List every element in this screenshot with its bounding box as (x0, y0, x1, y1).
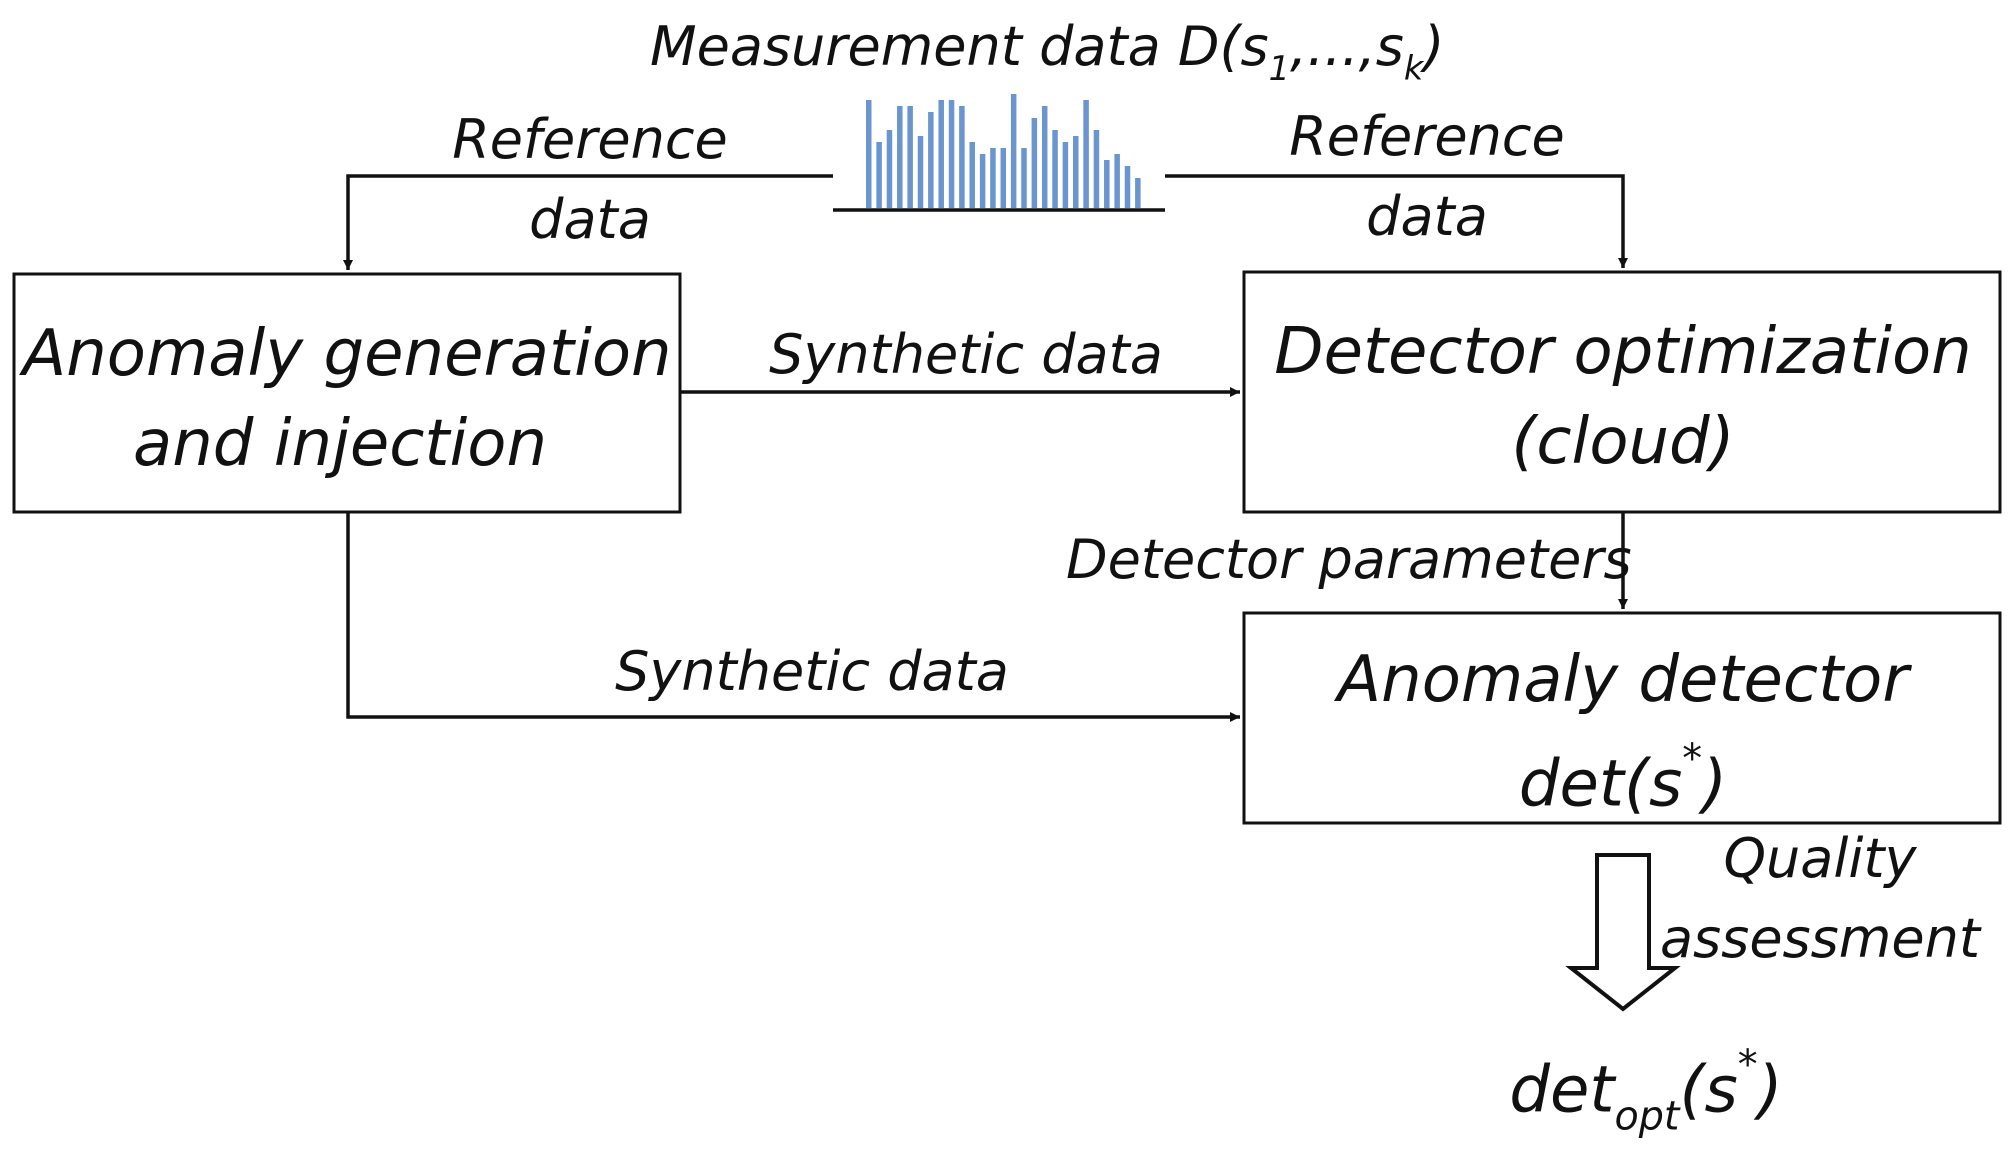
reference-data-right-label-line2: data (1366, 185, 1488, 248)
reference-data-left-label-line2: data (529, 188, 651, 251)
histogram-bar (990, 148, 996, 208)
histogram-bar (1073, 136, 1079, 208)
histogram-bar (1010, 94, 1017, 208)
measurement-data-label: Measurement data D(s1,...,sk) (650, 15, 1445, 89)
histogram-bar (1124, 166, 1131, 208)
measurement-histogram (866, 94, 1141, 208)
histogram-bar (897, 106, 903, 208)
histogram-bar (917, 136, 924, 208)
histogram-bar (959, 106, 965, 208)
histogram-bar (938, 100, 944, 208)
histogram-bar (866, 100, 872, 208)
histogram-bar (948, 100, 955, 208)
quality-assessment-label-line2: assessment (1659, 907, 1981, 970)
reference-data-left-label-line1: Reference (452, 108, 728, 171)
anomaly-generation-line1: Anomaly generation (22, 317, 672, 391)
detector-optimization-line2: (cloud) (1511, 405, 1735, 479)
histogram-bar (979, 154, 986, 208)
histogram-bar (1104, 160, 1110, 208)
anomaly-generation-line2: and injection (132, 407, 548, 481)
detector-parameters-label: Detector parameters (1066, 528, 1632, 591)
quality-assessment-label-line1: Quality (1723, 827, 1917, 890)
detector-optimization-line1: Detector optimization (1274, 315, 1972, 389)
anomaly-detector-line1: Anomaly detector (1337, 643, 1909, 717)
histogram-bar (876, 142, 882, 208)
histogram-bar (886, 130, 893, 208)
reference-data-right-arrow (1165, 174, 1628, 268)
synthetic-data-bottom-arrow (346, 512, 1240, 722)
histogram-bar (907, 106, 913, 208)
detector-optimization-node (1242, 270, 2002, 514)
anomaly-detector-line2: det(s*) (1518, 736, 1728, 822)
histogram-bar (928, 112, 934, 208)
histogram-bar (1041, 106, 1048, 208)
optimized-detector-output: detopt(s*) (1509, 1042, 1783, 1140)
histogram-bar (969, 142, 975, 208)
histogram-bar (1093, 130, 1100, 208)
histogram-bar (1031, 118, 1038, 208)
histogram-bar (1062, 142, 1069, 208)
quality-assessment-arrow (1565, 853, 1681, 1012)
histogram-bar (1021, 148, 1027, 208)
histogram-bar (1052, 130, 1058, 208)
histogram-bar (1000, 148, 1007, 208)
anomaly-detector-node (1242, 611, 2002, 825)
histogram-bar (1135, 178, 1141, 208)
reference-data-left-arrow (343, 174, 833, 270)
synthetic-data-top-label: Synthetic data (769, 323, 1163, 386)
histogram-bar (1114, 154, 1120, 208)
synthetic-data-bottom-label: Synthetic data (615, 640, 1009, 703)
reference-data-right-label-line1: Reference (1289, 105, 1565, 168)
histogram-bar (1083, 100, 1089, 208)
